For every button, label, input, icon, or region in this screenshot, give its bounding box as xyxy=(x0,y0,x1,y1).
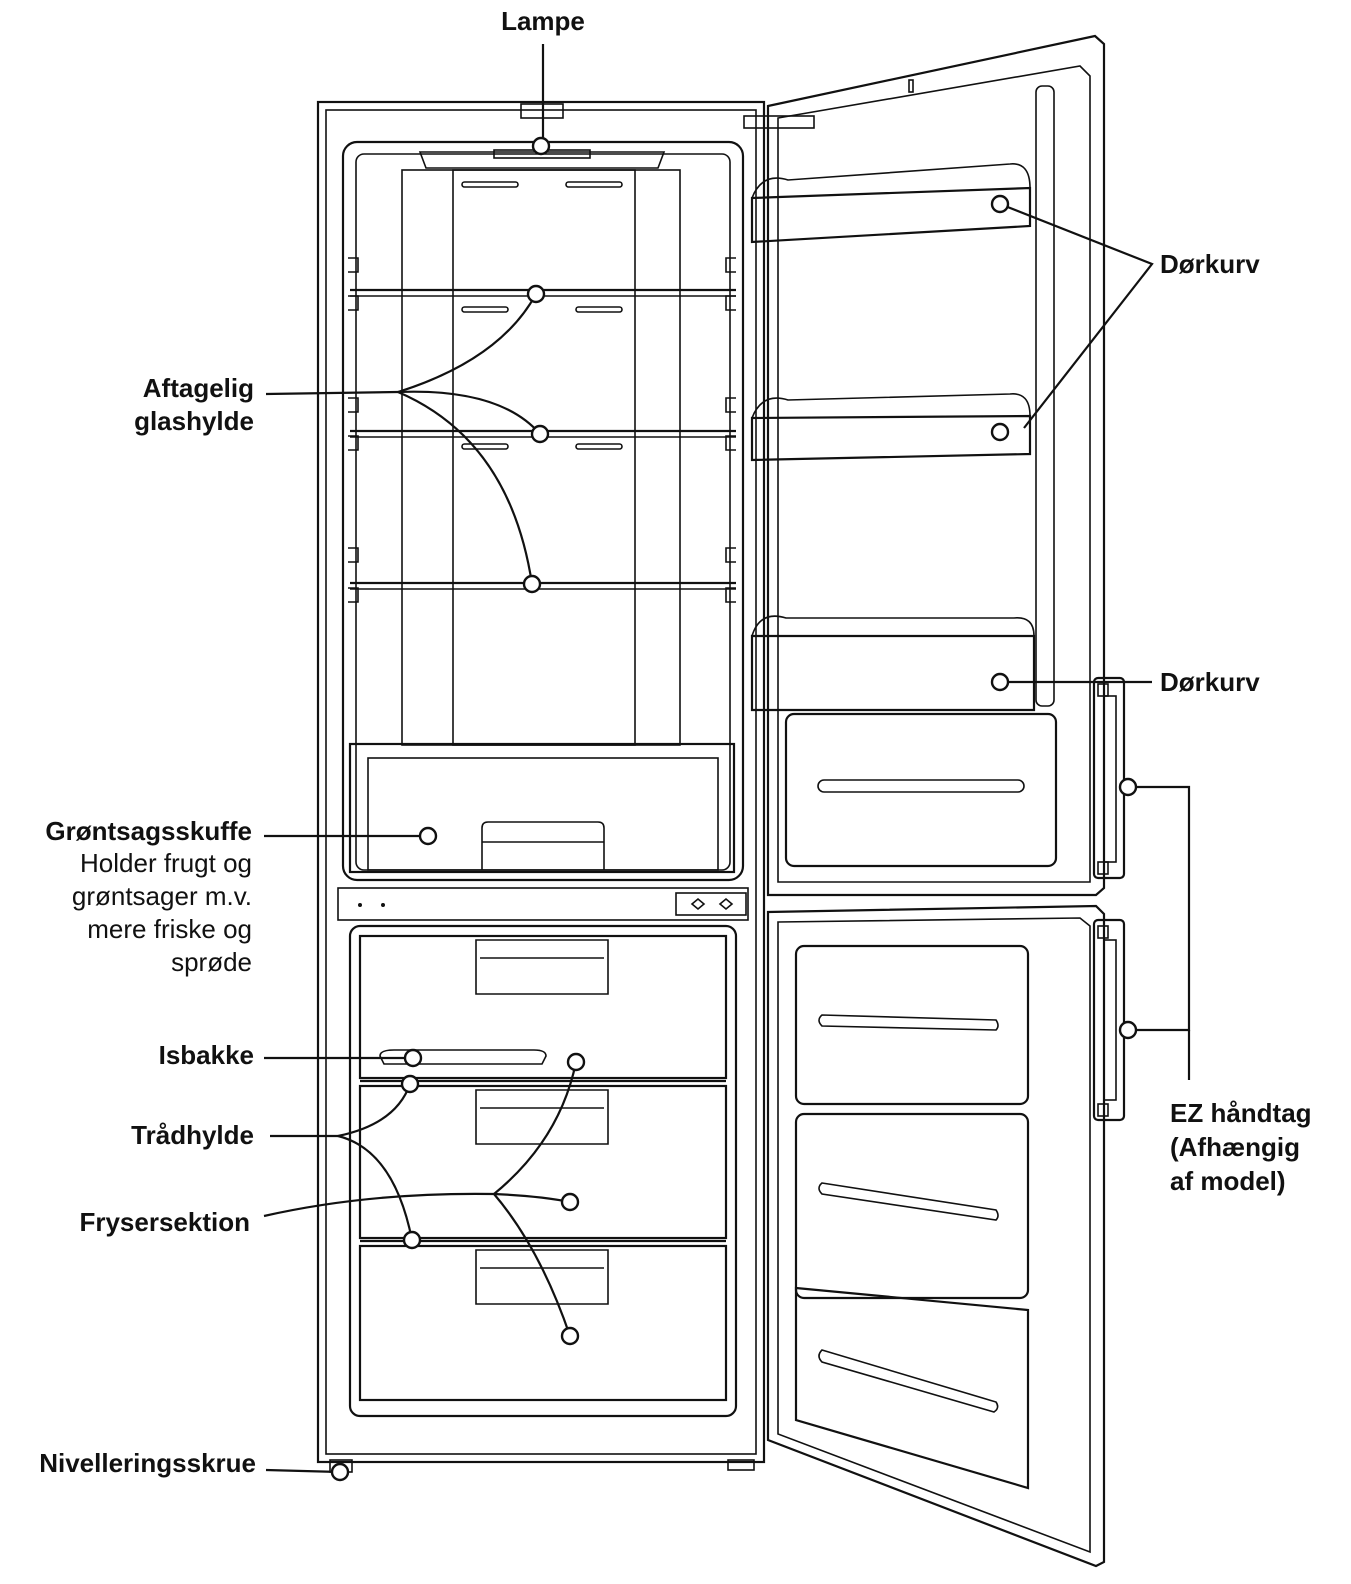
handle-marker-2 xyxy=(1118,1020,1138,1040)
wire-shelf-marker-2 xyxy=(402,1230,422,1250)
freezer-drawer-2 xyxy=(358,1084,728,1240)
door-basket-2 xyxy=(750,393,1032,462)
freezer-marker-1 xyxy=(566,1052,586,1072)
label-crisper-title: Grøntsagsskuffe xyxy=(45,816,252,846)
glass-shelf-marker-2 xyxy=(530,424,550,444)
crisper-marker xyxy=(418,826,438,846)
label-wire-shelf: Trådhylde xyxy=(131,1120,254,1150)
label-crisper-desc-2: grøntsager m.v. xyxy=(72,881,252,911)
leveling-screw-marker xyxy=(330,1462,350,1482)
fridge-door xyxy=(743,34,1126,897)
handle-marker-1 xyxy=(1118,777,1138,797)
door-basket-marker-2 xyxy=(990,422,1010,442)
label-glass-shelf-line1: Aftagelig xyxy=(143,373,254,403)
door-basket-marker-1 xyxy=(990,194,1010,214)
lamp-marker xyxy=(531,136,551,156)
label-crisper-desc-3: mere friske og xyxy=(87,914,252,944)
freezer-marker-3 xyxy=(560,1326,580,1346)
door-basket-marker-3 xyxy=(990,672,1010,692)
label-handle-line2: (Afhængig xyxy=(1170,1132,1300,1162)
label-leveling-screw: Nivelleringsskrue xyxy=(39,1448,256,1478)
divider-panel xyxy=(337,887,749,921)
freezer-drawer-1 xyxy=(358,934,728,1080)
label-glass-shelf-line2: glashylde xyxy=(134,406,254,436)
glass-shelf-3 xyxy=(350,581,736,590)
label-handle-line3: af model) xyxy=(1170,1166,1286,1196)
freezer-door xyxy=(766,904,1126,1568)
door-basket-1 xyxy=(750,163,1032,244)
label-crisper-desc-4: sprøde xyxy=(171,947,252,977)
ice-tray-marker xyxy=(403,1048,423,1068)
label-door-basket-bottom: Dørkurv xyxy=(1160,667,1260,697)
label-freezer-section: Frysersektion xyxy=(79,1207,250,1237)
freezer-marker-2 xyxy=(560,1192,580,1212)
glass-shelf-marker-3 xyxy=(522,574,542,594)
freezer-compartment xyxy=(348,924,738,1418)
freezer-door-handle xyxy=(1092,918,1126,1122)
label-lamp: Lampe xyxy=(501,6,585,36)
label-door-basket-top: Dørkurv xyxy=(1160,249,1260,279)
label-handle-line1: EZ håndtag xyxy=(1170,1098,1312,1128)
label-ice-tray: Isbakke xyxy=(159,1040,254,1070)
ice-tray xyxy=(379,1049,547,1065)
labels: Lampe Dørkurv Dørkurv Aftagelig glashyld… xyxy=(39,6,1311,1478)
callout-dots xyxy=(330,136,1138,1482)
crisper-drawer xyxy=(348,742,736,874)
fridge-door-handle xyxy=(1092,676,1126,880)
door-basket-3 xyxy=(750,615,1036,712)
label-crisper-desc-1: Holder frugt og xyxy=(80,848,252,878)
wire-shelf-marker-1 xyxy=(400,1074,420,1094)
freezer-drawer-3 xyxy=(358,1244,728,1402)
fridge-compartment xyxy=(341,140,745,882)
glass-shelf-marker-1 xyxy=(526,284,546,304)
